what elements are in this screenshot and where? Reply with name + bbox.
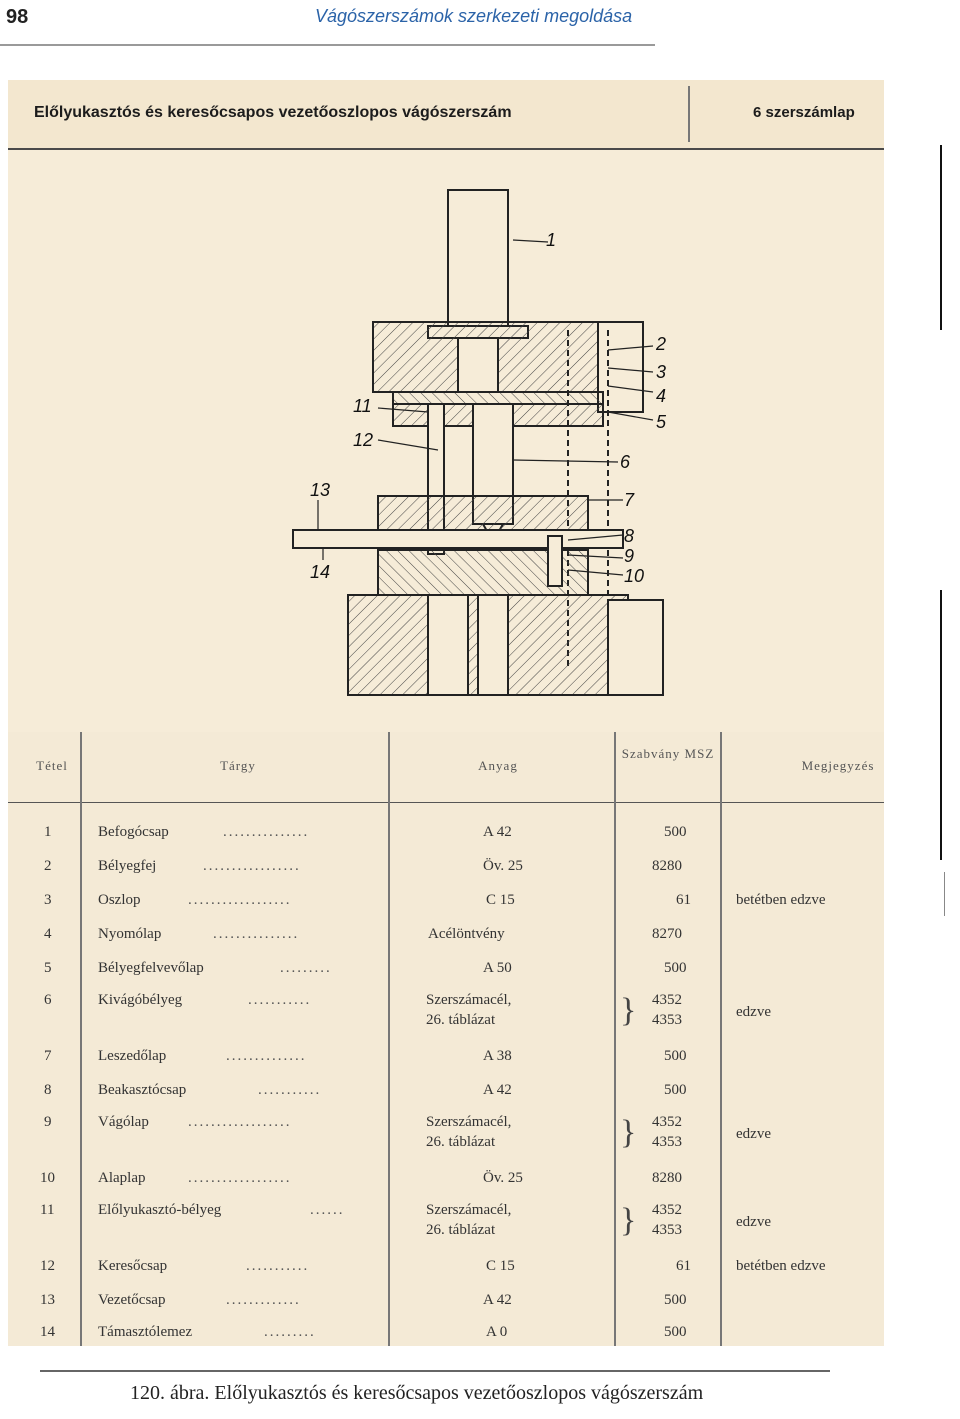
header-part: Tárgy (220, 758, 256, 773)
callout-3: 3 (656, 362, 666, 382)
pressure-plate (392, 391, 604, 405)
callout-6: 6 (620, 452, 631, 472)
table-header: Tétel Tárgy Anyag Szabvány MSZ Megjegyzé… (8, 732, 884, 803)
header-material: Anyag (478, 758, 518, 773)
page-number: 98 (6, 6, 29, 28)
callout-8: 8 (624, 526, 634, 546)
figure-caption: 120. ábra. Előlyukasztós és keresőcsapos… (130, 1382, 704, 1404)
margin-bar (940, 145, 942, 330)
callout-10: 10 (624, 566, 644, 586)
callout-5: 5 (656, 412, 667, 432)
callout-14: 14 (310, 562, 330, 582)
column-divider (80, 732, 82, 1346)
margin-bar (940, 590, 942, 860)
tool-sheet: Előlyukasztós és keresőcsapos vezetőoszl… (8, 80, 884, 1346)
sheet-title: Előlyukasztós és keresőcsapos vezetőoszl… (34, 104, 512, 121)
caption-rule (40, 1370, 830, 1372)
title-divider (688, 86, 690, 142)
assembly-drawing: 1 2 3 4 5 6 7 8 9 10 11 12 13 14 (292, 189, 667, 696)
parts-table: Tétel Tárgy Anyag Szabvány MSZ Megjegyzé… (8, 732, 884, 1346)
column-divider (720, 732, 722, 1346)
running-title: Vágószerszámok szerkezeti megoldása (315, 6, 633, 26)
callout-2: 2 (655, 334, 666, 354)
page-header: 98 Vágószerszámok szerkezeti megoldása (0, 0, 655, 46)
column-divider (614, 732, 616, 1346)
column-divider (388, 732, 390, 1346)
header-note: Megjegyzés (801, 758, 875, 773)
callout-4: 4 (656, 386, 666, 406)
callout-11: 11 (353, 396, 372, 416)
callout-1: 1 (546, 230, 556, 250)
header-standard: Szabvány MSZ (621, 746, 715, 761)
margin-bar (944, 872, 945, 916)
punch-head-block (372, 321, 634, 393)
sheet-title-bar: Előlyukasztós és keresőcsapos vezetőoszl… (8, 80, 884, 150)
header-item: Tétel (36, 758, 68, 773)
callout-9: 9 (624, 546, 634, 566)
callout-13: 13 (310, 480, 330, 500)
sheet-label: 6 szerszámlap (753, 104, 855, 121)
shank (447, 189, 509, 331)
callout-12: 12 (353, 430, 373, 450)
callout-7: 7 (624, 490, 635, 510)
strip-stock (292, 529, 624, 549)
